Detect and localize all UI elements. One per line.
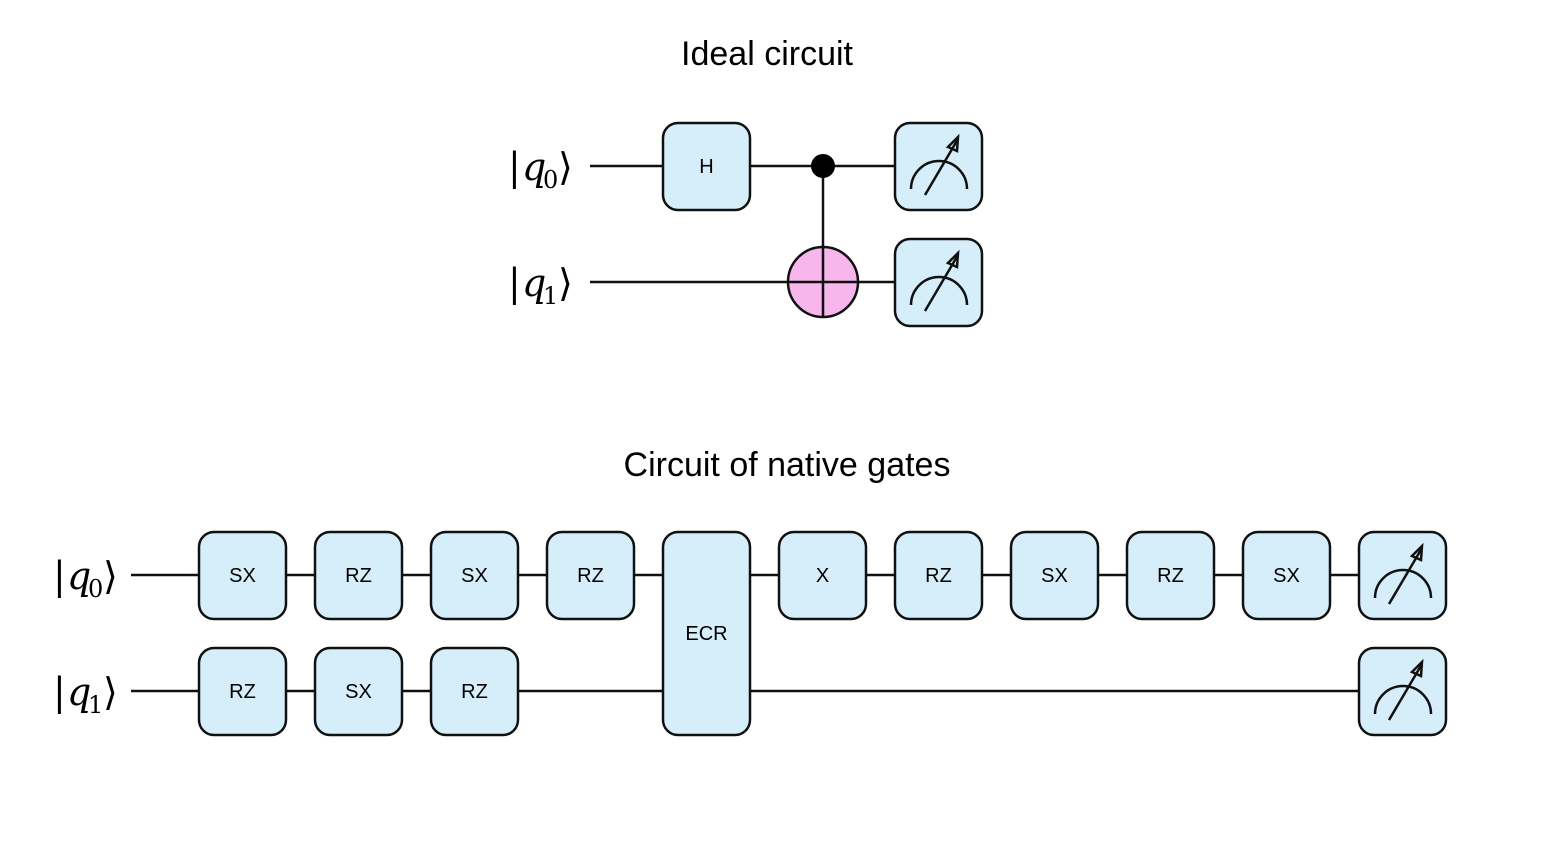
native-circuit: Circuit of native gates | q 0 ⟩ | q 1 ⟩ … (53, 446, 1448, 737)
ideal-circuit-title: Ideal circuit (681, 35, 854, 73)
ideal-q0-label: | q 0 ⟩ (508, 145, 573, 194)
native-gate: RZ (197, 646, 288, 737)
native-gate-label: RZ (461, 681, 488, 703)
native-gate: SX (1241, 530, 1332, 621)
native-gate-label: RZ (577, 565, 604, 587)
ideal-q0-var: q (522, 145, 546, 189)
native-gate: RZ (1125, 530, 1216, 621)
native-gate: RZ (313, 530, 404, 621)
ideal-h-gate: H (661, 121, 752, 212)
native-q0-bra: | (53, 554, 66, 598)
cnot-target-icon (786, 245, 860, 319)
ideal-q1-bra: | (508, 261, 521, 305)
native-gate: RZ (893, 530, 984, 621)
native-q0-sub: 0 (88, 575, 103, 603)
native-q1-sub: 1 (88, 691, 103, 719)
native-gate-label: RZ (1157, 565, 1184, 587)
native-q0-label: | q 0 ⟩ (53, 554, 118, 603)
native-gate: RZ (545, 530, 636, 621)
native-gate: RZ (429, 646, 520, 737)
ideal-q0-sub: 0 (543, 166, 558, 194)
native-gate-label: RZ (925, 565, 952, 587)
measure-icon (893, 121, 984, 212)
ecr-gate-label: ECR (685, 623, 727, 645)
native-q1-ket: ⟩ (103, 670, 118, 714)
native-q1-bra: | (53, 670, 66, 714)
native-gate: SX (1009, 530, 1100, 621)
native-gate-label: SX (345, 681, 372, 703)
measure-icon (1357, 530, 1448, 621)
ecr-gate: ECR (661, 530, 752, 737)
ideal-q1-label: | q 1 ⟩ (508, 261, 573, 310)
ideal-circuit: Ideal circuit | q 0 ⟩ | q 1 ⟩ H (508, 35, 984, 328)
native-gate: SX (197, 530, 288, 621)
ideal-q1-sub: 1 (543, 282, 558, 310)
native-gate: X (777, 530, 868, 621)
native-gate-label: SX (461, 565, 488, 587)
native-circuit-title: Circuit of native gates (624, 446, 951, 484)
ideal-q1-var: q (522, 261, 546, 305)
native-gate-label: SX (229, 565, 256, 587)
ideal-q0-ket: ⟩ (558, 145, 573, 189)
native-gate-label: SX (1041, 565, 1068, 587)
native-gate-label: RZ (229, 681, 256, 703)
native-gate-label: SX (1273, 565, 1300, 587)
native-gate-label: X (816, 565, 829, 587)
native-gate: SX (429, 530, 520, 621)
native-gate: SX (313, 646, 404, 737)
measure-icon (1357, 646, 1448, 737)
native-q1-var: q (67, 670, 91, 714)
control-dot-icon (811, 154, 835, 178)
native-q0-ket: ⟩ (103, 554, 118, 598)
ideal-q0-bra: | (508, 145, 521, 189)
ideal-h-gate-label: H (699, 156, 713, 178)
measure-icon (893, 237, 984, 328)
ideal-q1-ket: ⟩ (558, 261, 573, 305)
native-gate-label: RZ (345, 565, 372, 587)
native-q1-label: | q 1 ⟩ (53, 670, 118, 719)
native-q0-var: q (67, 554, 91, 598)
